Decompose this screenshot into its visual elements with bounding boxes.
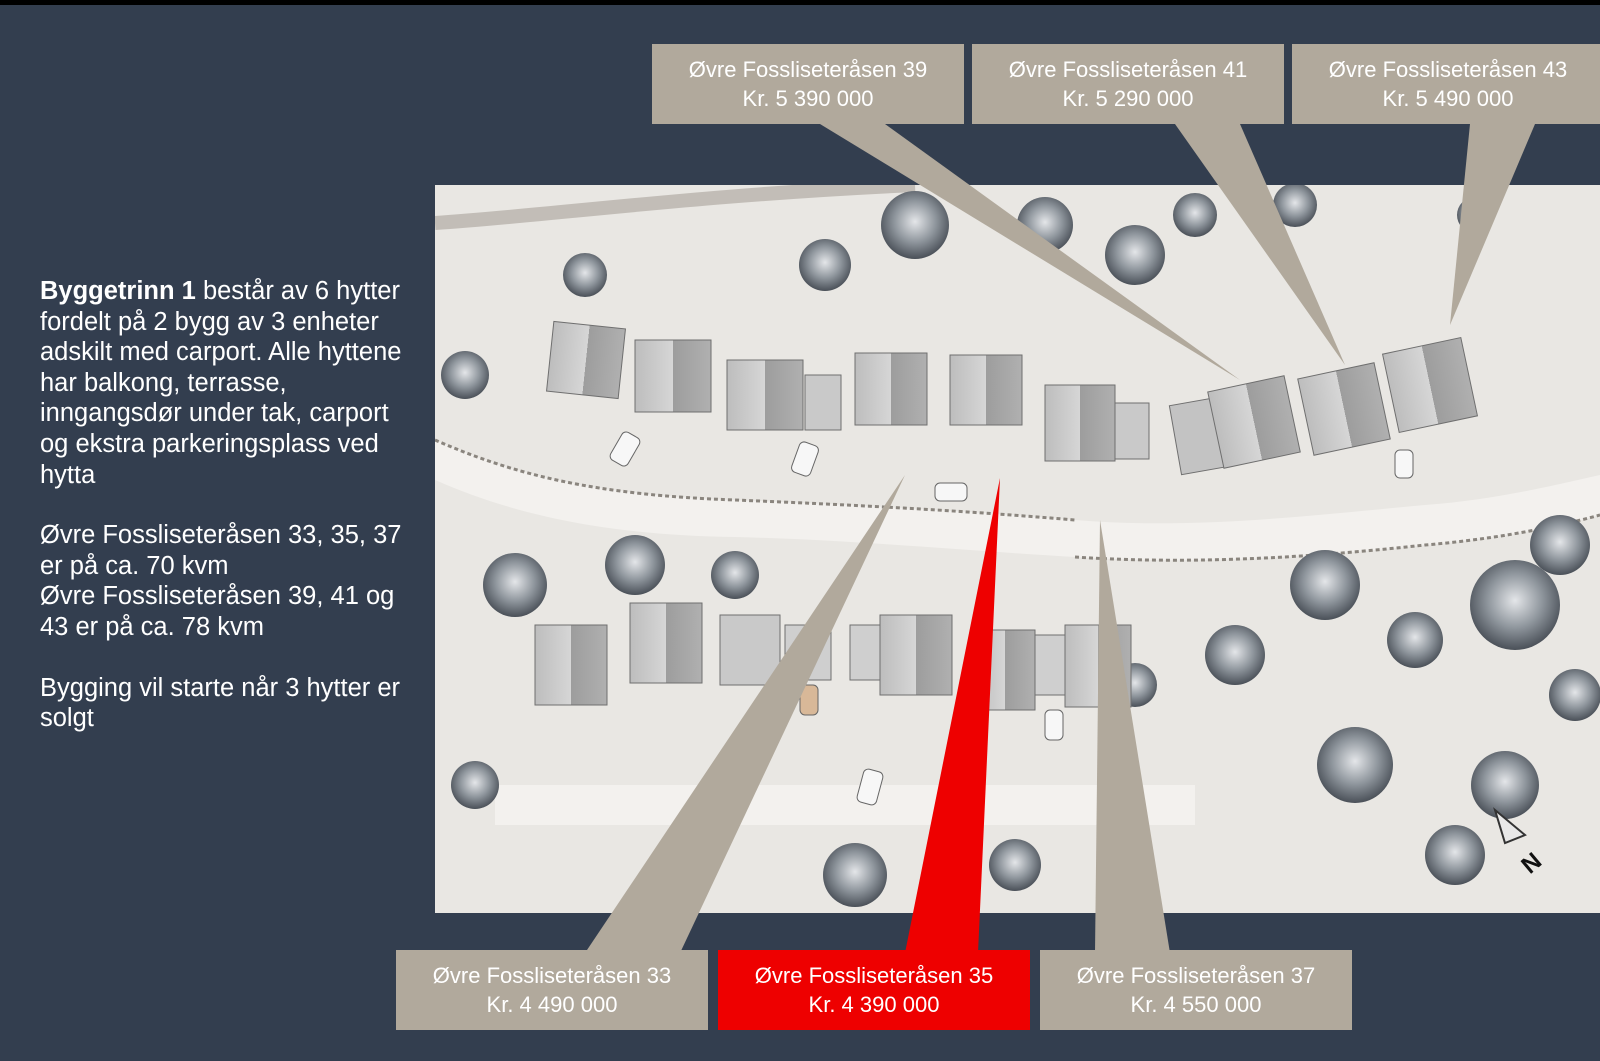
unit-price: Kr. 4 490 000 [486, 992, 618, 1017]
unit-price: Kr. 5 290 000 [1062, 86, 1194, 111]
size-note-small: Øvre Fossliseteråsen 33, 35, 37 er på ca… [40, 521, 402, 580]
unit-label-35[interactable]: Øvre Fossliseteråsen 35 Kr. 4 390 000 [718, 950, 1030, 1030]
site-plan-drawing: N [435, 185, 1600, 913]
info-panel: Byggetrinn 1 består av 6 hytter fordelt … [40, 276, 410, 764]
unit-name: Øvre Fossliseteråsen 43 [1328, 57, 1568, 82]
unit-name: Øvre Fossliseteråsen 41 [1008, 57, 1248, 82]
site-plan-render: N [435, 185, 1600, 913]
start-note: Bygging vil starte når 3 hytter er solgt [40, 673, 401, 733]
unit-name: Øvre Fossliseteråsen 33 [432, 963, 672, 988]
unit-label-43[interactable]: Øvre Fossliseteråsen 43 Kr. 5 490 000 [1292, 44, 1600, 124]
unit-label-37[interactable]: Øvre Fossliseteråsen 37 Kr. 4 550 000 [1040, 950, 1352, 1030]
unit-label-41[interactable]: Øvre Fossliseteråsen 41 Kr. 5 290 000 [972, 44, 1284, 124]
unit-name: Øvre Fossliseteråsen 39 [688, 57, 928, 82]
unit-name: Øvre Fossliseteråsen 37 [1076, 963, 1316, 988]
size-paragraph: Øvre Fossliseteråsen 33, 35, 37 er på ca… [40, 520, 410, 642]
top-bar [0, 0, 1600, 5]
intro-paragraph: Byggetrinn 1 består av 6 hytter fordelt … [40, 276, 410, 490]
unit-price: Kr. 4 550 000 [1130, 992, 1262, 1017]
size-note-large: Øvre Fossliseteråsen 39, 41 og 43 er på … [40, 582, 395, 641]
unit-label-39[interactable]: Øvre Fossliseteråsen 39 Kr. 5 390 000 [652, 44, 964, 124]
unit-name: Øvre Fossliseteråsen 35 [754, 963, 994, 988]
unit-price: Kr. 5 390 000 [742, 86, 874, 111]
unit-price: Kr. 4 390 000 [808, 992, 940, 1017]
intro-text: består av 6 hytter fordelt på 2 bygg av … [40, 277, 402, 489]
intro-heading: Byggetrinn 1 [40, 277, 196, 305]
unit-price: Kr. 5 490 000 [1382, 86, 1514, 111]
unit-label-33[interactable]: Øvre Fossliseteråsen 33 Kr. 4 490 000 [396, 950, 708, 1030]
north-arrow-icon [1493, 807, 1527, 845]
